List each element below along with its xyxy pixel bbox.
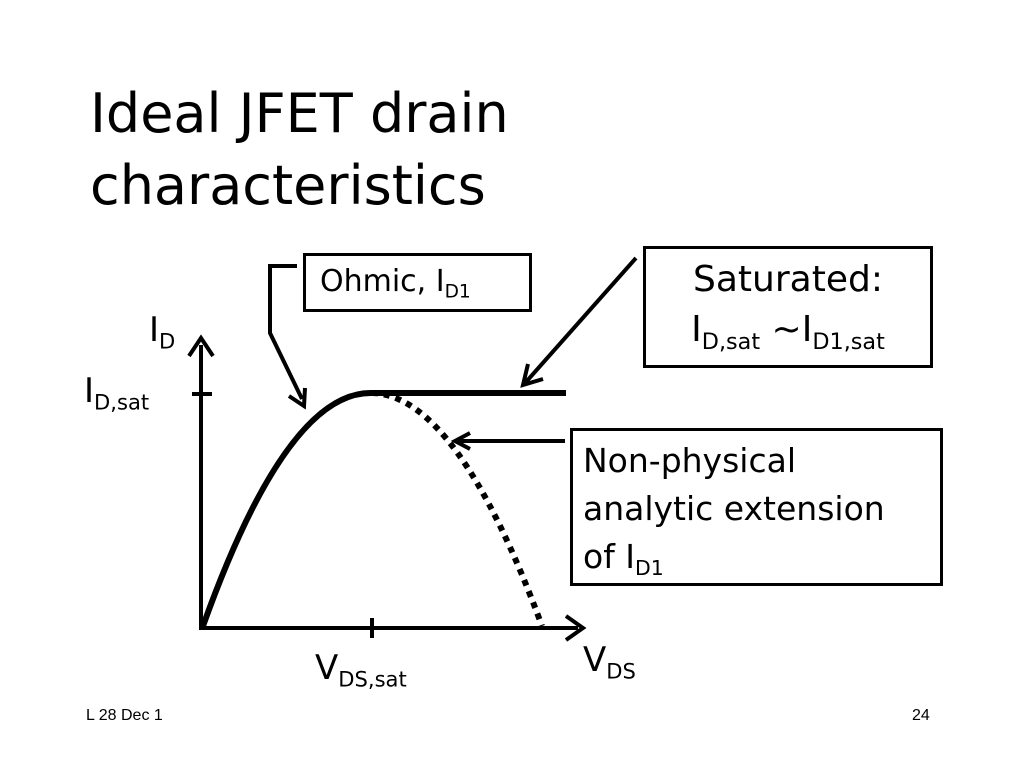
y-tick-label: ID,sat [84, 371, 150, 415]
ohmic-curve [200, 389, 373, 628]
footer-page-number: 24 [912, 707, 930, 724]
saturated-l2b-sub: D1,sat [812, 328, 885, 355]
x-axis-label: VDS [583, 640, 636, 684]
nonphysical-line-3-main: of I [583, 537, 636, 576]
x-axis-arrowhead [564, 614, 587, 642]
ohmic-label-main: Ohmic, I [320, 264, 445, 299]
y-axis-label-sub: D [159, 328, 176, 354]
saturated-callout-arrow [524, 256, 638, 384]
x-tick-label-main: V [315, 648, 339, 688]
ohmic-label: Ohmic, ID1 [320, 264, 471, 301]
ohmic-arrowhead [287, 387, 307, 410]
nonphysical-line-3: of ID1 [583, 537, 664, 578]
nonphysical-arrowhead [450, 431, 471, 451]
nonphysical-line-2: analytic extension [583, 489, 885, 528]
title-line-2: characteristics [90, 154, 486, 217]
saturated-arrowhead [520, 363, 544, 388]
saturated-line-1: Saturated: [693, 259, 883, 300]
y-tick-label-sub: D,sat [94, 389, 150, 415]
x-axis-label-sub: DS [606, 658, 636, 684]
analytic-extension-curve [371, 390, 545, 628]
saturated-line-2: ID,sat ~ID1,sat [646, 309, 930, 353]
y-axis-label-main: I [149, 310, 160, 350]
nonphysical-line-1: Non-physical [583, 441, 796, 480]
footer-left: L 28 Dec 1 [86, 707, 163, 724]
saturated-l2a: I [691, 309, 702, 350]
ohmic-callout-box: Ohmic, ID1 [303, 253, 532, 312]
ohmic-label-sub: D1 [444, 281, 471, 303]
x-tick-label-sub: DS,sat [338, 666, 407, 692]
saturated-l2b: ~I [760, 309, 813, 350]
saturated-l2a-sub: D,sat [701, 328, 761, 355]
saturated-callout-box: Saturated: ID,sat ~ID1,sat [643, 246, 933, 368]
x-tick-label: VDS,sat [315, 648, 407, 692]
y-axis-arrowhead [187, 334, 215, 358]
slide-title: Ideal JFET drain characteristics [90, 78, 509, 222]
x-axis-label-main: V [583, 640, 607, 680]
ohmic-callout-arrow [268, 264, 304, 400]
y-axis-label: ID [149, 310, 176, 354]
nonphysical-line-3-sub: D1 [635, 556, 664, 581]
y-tick-label-main: I [84, 371, 95, 411]
title-line-1: Ideal JFET drain [90, 82, 509, 145]
nonphysical-callout-box: Non-physical analytic extension of ID1 [570, 428, 943, 586]
